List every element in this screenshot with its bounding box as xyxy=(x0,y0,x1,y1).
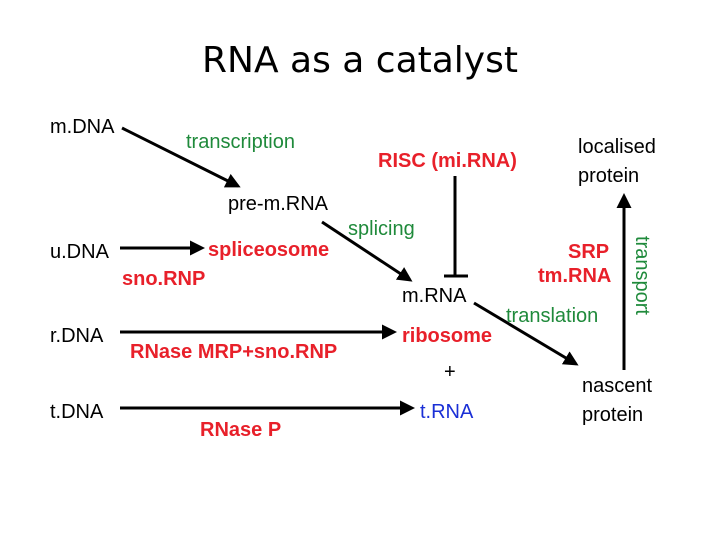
enzyme-rnase-mrp: RNase MRP+sno.RNP xyxy=(130,341,337,363)
arrow-mdna-to-pre-mrna xyxy=(121,126,241,188)
process-transport: transport xyxy=(631,236,653,315)
enzyme-srp: SRP xyxy=(568,241,609,263)
node-mrna: m.RNA xyxy=(402,285,467,307)
node-pre-mrna: pre-m.RNA xyxy=(228,193,329,215)
enzyme-ribosome: ribosome xyxy=(402,325,492,347)
node-localised-protein-line1: localised xyxy=(578,136,656,158)
enzyme-risc: RISC (mi.RNA) xyxy=(378,150,517,172)
node-nascent-protein-line1: nascent xyxy=(582,375,652,397)
enzyme-rnase-p: RNase P xyxy=(200,419,281,441)
process-translation: translation xyxy=(506,305,598,327)
node-nascent-protein-line2: protein xyxy=(582,404,643,426)
page-title: RNA as a catalyst xyxy=(202,40,518,81)
node-rdna: r.DNA xyxy=(50,325,104,347)
node-udna: u.DNA xyxy=(50,241,110,263)
node-localised-protein-line2: protein xyxy=(578,165,639,187)
plus-sign: + xyxy=(444,361,456,383)
arrow-pre-mrna-to-mrna xyxy=(321,220,413,282)
node-mdna: m.DNA xyxy=(50,116,115,138)
arrow-mrna-to-nascent-protein xyxy=(473,301,579,366)
process-splicing: splicing xyxy=(348,218,415,240)
enzyme-spliceosome: spliceosome xyxy=(208,239,329,261)
node-trna: t.RNA xyxy=(420,401,474,423)
node-tdna: t.DNA xyxy=(50,401,104,423)
enzyme-tmrna: tm.RNA xyxy=(538,265,611,287)
enzyme-snornp: sno.RNP xyxy=(122,268,205,290)
process-transcription: transcription xyxy=(186,131,295,153)
